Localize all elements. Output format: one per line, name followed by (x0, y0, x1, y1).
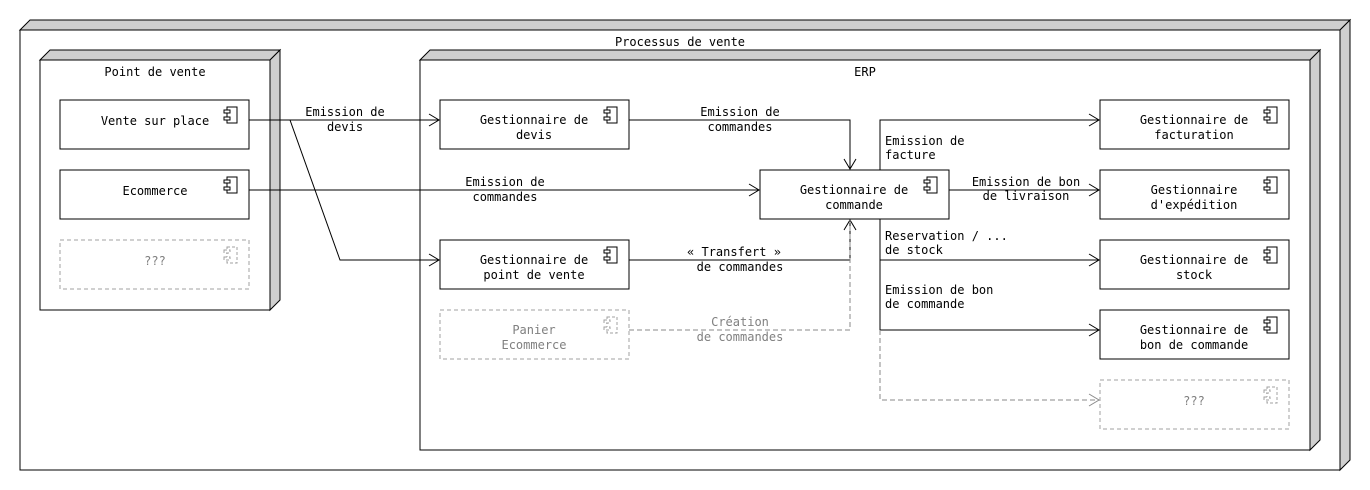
node-title: Point de vente (104, 65, 205, 79)
component-icon (603, 316, 618, 334)
component-label: ??? (1183, 394, 1205, 408)
component-label: Vente sur place (101, 114, 209, 128)
component-icon (223, 246, 238, 264)
component-label-line1: Gestionnaire (1151, 183, 1238, 197)
component-icon (603, 106, 618, 124)
edge-label-line2: commandes (707, 120, 772, 134)
component-label-line1: Gestionnaire de (1140, 113, 1248, 127)
component-icon (1263, 246, 1278, 264)
edge-creation-commandes: Création de commandes (629, 220, 851, 344)
node-title: ERP (854, 65, 876, 79)
component-label-line1: Gestionnaire de (480, 113, 588, 127)
component-label-line1: Gestionnaire de (800, 183, 908, 197)
edge-label-line1: Emission de (305, 105, 384, 119)
edge-label-line2: de commandes (697, 330, 784, 344)
component-gestionnaire-commande[interactable]: Gestionnaire de commande (759, 169, 950, 220)
edge-label-line2: de commandes (697, 260, 784, 274)
component-label-line2: commande (825, 198, 883, 212)
edge-label-line2: commandes (472, 190, 537, 204)
component-vente-sur-place[interactable]: Vente sur place (59, 99, 250, 150)
edge-label-line1: Emission de (465, 175, 544, 189)
component-icon (1263, 316, 1278, 334)
component-gestionnaire-facturation[interactable]: Gestionnaire de facturation (1099, 99, 1290, 150)
component-label-line2: d'expédition (1151, 198, 1238, 212)
component-label-line2: stock (1176, 268, 1213, 282)
edge-emission-bon-livraison: Emission de bon de livraison (949, 175, 1100, 203)
component-ecommerce[interactable]: Ecommerce (59, 169, 250, 220)
edge-emission-commandes-ecommerce: Emission de commandes (249, 175, 760, 204)
component-gestionnaire-expedition[interactable]: Gestionnaire d'expédition (1099, 169, 1290, 220)
component-panier-ecommerce[interactable]: Panier Ecommerce (439, 309, 630, 360)
component-label-line1: Gestionnaire de (1140, 253, 1248, 267)
edge-emission-devis: Emission de devis (249, 105, 440, 134)
edge-emission-commandes-devis: Emission de commandes (629, 105, 857, 170)
edge-label-line2: devis (327, 120, 363, 134)
component-gestionnaire-devis[interactable]: Gestionnaire de devis (439, 99, 630, 150)
component-label: ??? (144, 254, 166, 268)
component-label-line2: point de vente (483, 268, 584, 282)
component-icon (603, 246, 618, 264)
component-unknown-erp[interactable]: ??? (1099, 379, 1290, 430)
component-icon (923, 176, 938, 194)
edge-label-line1: Emission de bon (972, 175, 1080, 189)
component-gestionnaire-stock[interactable]: Gestionnaire de stock (1099, 239, 1290, 290)
edge-label-line2: de commande (885, 297, 964, 311)
edge-label-line2: de livraison (983, 189, 1070, 203)
edge-emission-bon-commande: Emission de bon de commande (879, 260, 1100, 337)
component-label-line2: facturation (1154, 128, 1233, 142)
component-icon (1263, 176, 1278, 194)
edge-label-line1: Emission de (885, 134, 964, 148)
component-icon (1263, 386, 1278, 404)
component-label-line1: Gestionnaire de (1140, 323, 1248, 337)
edge-emission-facture: Emission de facture (879, 113, 1100, 170)
component-label-line1: Panier (512, 323, 555, 337)
edge-vente-to-pdv (289, 119, 440, 267)
edge-label-line1: Reservation / ... (885, 229, 1008, 243)
component-label-line2: bon de commande (1140, 338, 1248, 352)
component-label-line2: Ecommerce (501, 338, 566, 352)
edge-label-line2: de stock (885, 243, 944, 257)
component-icon (223, 176, 238, 194)
component-gestionnaire-point-de-vente[interactable]: Gestionnaire de point de vente (439, 239, 630, 290)
edge-label-line1: Emission de (700, 105, 779, 119)
edge-transfert-commandes: « Transfert » de commandes (629, 219, 857, 274)
edge-label-line1: Création (711, 315, 769, 329)
edge-unknown-erp (879, 330, 1100, 407)
node-title: Processus de vente (615, 35, 745, 49)
component-label: Ecommerce (122, 184, 187, 198)
component-icon (1263, 106, 1278, 124)
edge-label-line2: facture (885, 148, 936, 162)
component-icon (223, 106, 238, 124)
edge-label-line1: Emission de bon (885, 283, 993, 297)
edge-label-line1: « Transfert » (687, 245, 781, 259)
component-gestionnaire-bon-commande[interactable]: Gestionnaire de bon de commande (1099, 309, 1290, 360)
component-unknown-pdv[interactable]: ??? (59, 239, 250, 290)
component-label-line1: Gestionnaire de (480, 253, 588, 267)
component-label-line2: devis (516, 128, 552, 142)
